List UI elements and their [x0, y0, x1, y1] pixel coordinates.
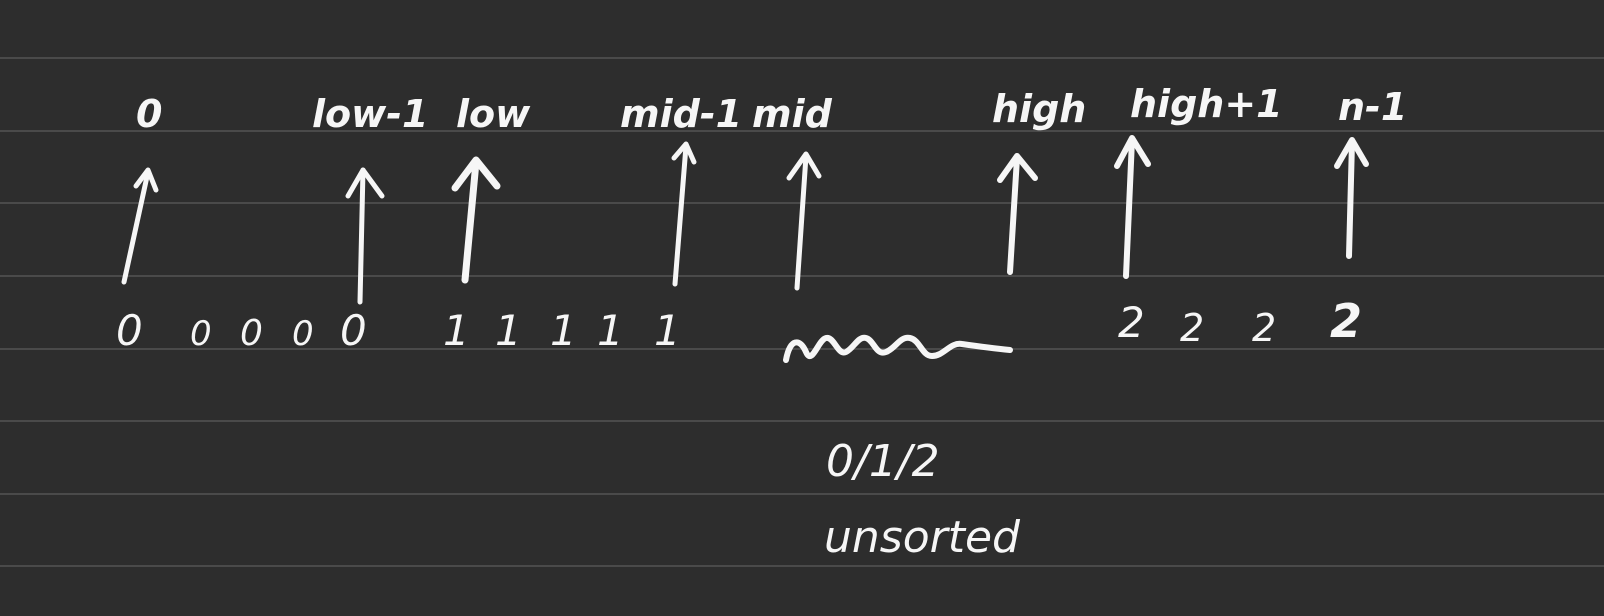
- arrow-n-minus-1: [1334, 137, 1369, 259]
- value-one: 1: [550, 306, 577, 355]
- array-ones: 1 1 1 1 1: [443, 306, 681, 355]
- arrow-high-plus-1: [1114, 135, 1151, 279]
- label-zero: 0: [136, 92, 162, 136]
- arrow-low-minus-1: [345, 167, 385, 305]
- value-zero: 0: [190, 314, 212, 354]
- label-mid: mid: [752, 92, 833, 136]
- value-zero: 0: [292, 314, 314, 354]
- unsorted-region-squiggle: [783, 334, 1013, 363]
- label-low: low: [456, 92, 531, 136]
- array-zeros: 0 0 0 0 0: [116, 306, 367, 355]
- label-high-plus-1: high+1: [1130, 82, 1283, 126]
- label-high: high: [992, 87, 1086, 131]
- value-two: 2: [1118, 298, 1145, 347]
- pointer-arrows: [121, 135, 1369, 305]
- label-n-minus-1: n-1: [1338, 85, 1407, 129]
- arrow-high: [997, 153, 1038, 275]
- unsorted-values: 0/1/2: [826, 436, 940, 487]
- arrow-low: [451, 156, 501, 284]
- value-one: 1: [443, 306, 470, 355]
- value-one: 1: [654, 306, 681, 355]
- arrow-zero: [121, 167, 159, 285]
- value-zero: 0: [240, 313, 263, 354]
- value-one: 1: [597, 306, 624, 355]
- arrow-mid-minus-1: [671, 141, 697, 287]
- value-zero: 0: [340, 306, 367, 355]
- value-two: 2: [1180, 306, 1204, 350]
- label-mid-minus-1: mid-1: [620, 92, 742, 136]
- label-low-minus-1: low-1: [312, 92, 428, 136]
- array-twos: 2 2 2 2: [1118, 294, 1362, 350]
- unsorted-note: 0/1/2 unsorted: [824, 436, 1021, 563]
- value-one: 1: [495, 306, 522, 355]
- value-two: 2: [1330, 294, 1362, 348]
- pointer-labels: 0 low-1 low mid-1 mid high high+1 n-1: [136, 82, 1407, 136]
- value-two: 2: [1252, 306, 1276, 350]
- value-zero: 0: [116, 306, 143, 355]
- unsorted-caption: unsorted: [824, 512, 1021, 563]
- arrow-mid: [786, 151, 822, 291]
